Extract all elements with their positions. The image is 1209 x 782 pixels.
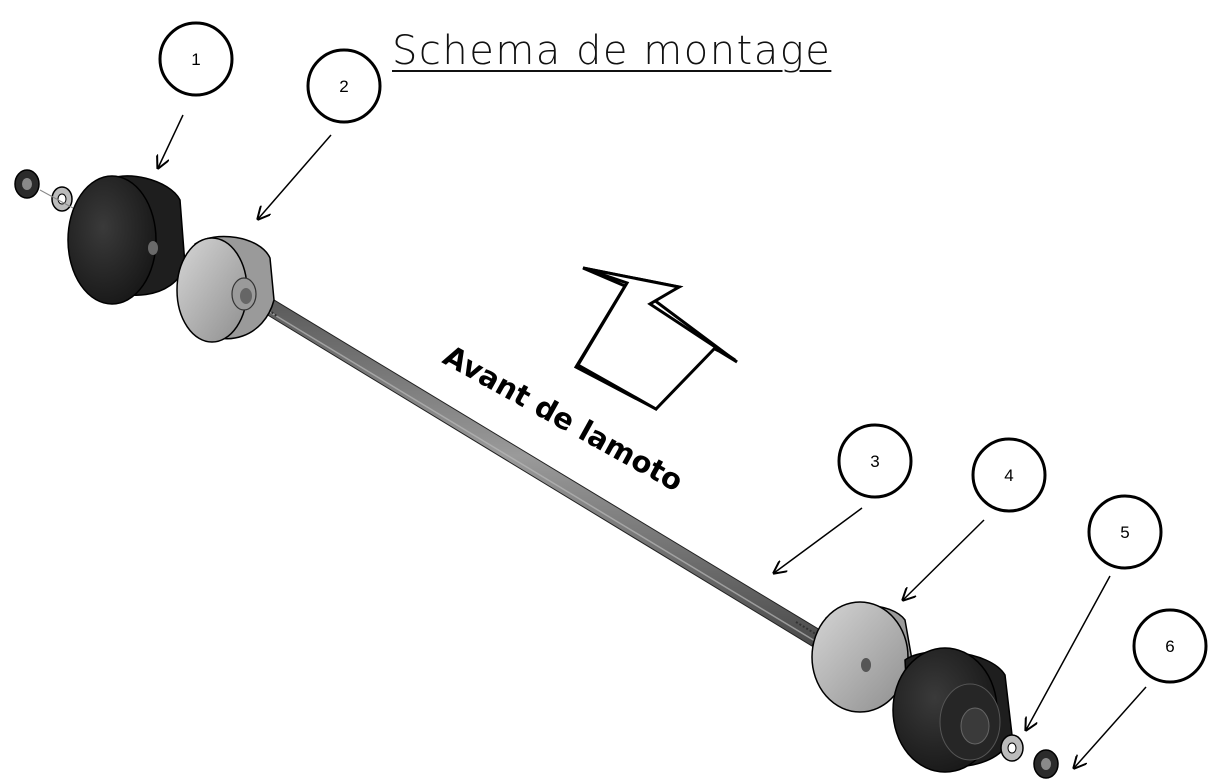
callout-5: 5 — [1087, 494, 1163, 570]
callout-number: 6 — [1165, 637, 1174, 656]
callout-6: 6 — [1132, 608, 1208, 684]
axle-rod — [261, 299, 825, 647]
left-spacer — [176, 235, 275, 343]
leader-arrow-1 — [158, 114, 184, 168]
left-roller — [67, 175, 186, 305]
callout-2: 2 — [306, 48, 382, 124]
right-washer — [1000, 734, 1024, 762]
right-nut — [1033, 749, 1059, 779]
callout-3: 3 — [837, 423, 913, 499]
left-nut — [14, 169, 40, 199]
callout-number: 5 — [1120, 523, 1129, 542]
leader-arrow-6 — [1074, 686, 1147, 768]
right-roller — [892, 647, 1013, 773]
callout-4: 4 — [971, 437, 1047, 513]
arrow-outline — [575, 266, 736, 411]
right-spacer — [811, 601, 913, 713]
callout-number: 3 — [870, 452, 879, 471]
leader-arrow-2 — [258, 134, 332, 219]
callout-number: 1 — [191, 50, 200, 69]
diagram-title: Schema de montage — [392, 28, 832, 74]
leader-arrow-4 — [903, 519, 985, 600]
callout-number: 2 — [339, 77, 348, 96]
left-washer — [51, 186, 73, 212]
leader-arrow-5 — [1026, 575, 1111, 730]
leader-arrow-3 — [774, 507, 863, 573]
callout-1: 1 — [158, 21, 234, 97]
callout-number: 4 — [1004, 466, 1013, 485]
